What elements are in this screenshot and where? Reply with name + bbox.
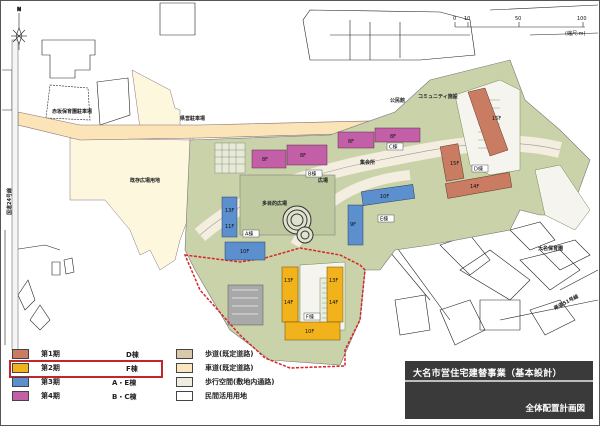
svg-text:9F: 9F [350,222,356,228]
legend-pedestrian-label: 歩行空間(敷地内通路) [205,378,275,386]
label-park: 多目的広場 [262,200,287,207]
legend-highlight-phase2 [9,360,163,378]
swatch-phase4 [12,391,29,401]
swatch-roadway [176,363,193,373]
legend-phase3-label: 第3期 [41,378,60,386]
svg-text:14F: 14F [284,300,293,306]
label-road-right: 県道51号線 [553,293,580,312]
legend-roadway: 車道(既定道路) [176,362,253,374]
legend-phase2-building: F棟 [126,365,138,373]
swatch-private-use [176,391,193,401]
legend-phase3-building: A・E棟 [112,379,137,387]
building-f [281,266,344,341]
svg-text:10F: 10F [305,329,314,335]
area-plaza-north [131,69,181,129]
svg-text:15F: 15F [450,161,459,167]
legend-phase2-label: 第2期 [41,364,60,372]
swatch-pedestrian [176,377,193,387]
svg-text:B棟: B棟 [308,171,316,178]
svg-text:C棟: C棟 [389,144,398,151]
legend-roadway-label: 車道(既定道路) [205,364,254,372]
circular-plaza [282,205,314,244]
svg-text:8F: 8F [390,134,396,140]
svg-text:13F: 13F [225,208,234,214]
svg-text:8F: 8F [300,153,306,159]
legend-private-use: 民間活用用地 [176,390,247,402]
svg-text:E棟: E棟 [380,216,388,223]
legend-phase4-label: 第4期 [41,392,60,400]
legend-phase1-label: 第1期 [41,350,60,358]
label-school: 大名保育園 [538,245,563,252]
scale-bar: 0 10 50 100 (縮尺:m) [453,16,587,37]
building-tags: A棟 B棟 C棟 D棟 E棟 F棟 [242,142,489,321]
svg-text:8F: 8F [262,157,268,163]
drawing-subtitle: 全体配置計画図 [525,404,585,414]
svg-text:F棟: F棟 [306,314,314,321]
legend-private-use-label: 民間活用用地 [205,392,247,400]
legend: 第1期 D棟 第2期 F棟 第3期 A・E棟 第4期 B・C棟 歩道(既定道路)… [8,346,388,422]
svg-text:15F: 15F [492,116,501,122]
svg-text:0: 0 [453,16,456,22]
svg-text:10F: 10F [240,249,249,255]
svg-text:13F: 13F [284,278,293,284]
legend-sidewalk: 歩道(既定道路) [176,348,253,360]
legend-phase4-building: B・C棟 [112,393,137,401]
svg-text:100: 100 [577,16,587,22]
svg-text:50: 50 [515,16,521,22]
swatch-phase1 [12,349,29,359]
label-parking-west: 県営駐車場 [180,115,205,122]
legend-phase4: 第4期 [12,390,60,402]
swatch-sidewalk [176,349,193,359]
svg-text:11F: 11F [225,224,234,230]
title-divider [405,380,593,382]
label-meeting: 公民館 [390,97,405,104]
title-block: 大名市営住宅建替事業（基本設計） 全体配置計画図 [405,361,593,419]
drawing-title: 大名市営住宅建替事業（基本設計） [413,369,562,379]
label-community: コミュニティ施設 [418,93,459,100]
building-d [439,87,513,199]
legend-phase3: 第3期 [12,376,60,388]
svg-text:N: N [17,7,21,13]
svg-text:14F: 14F [470,184,479,190]
svg-text:8F: 8F [348,139,354,145]
legend-sidewalk-label: 歩道(既定道路) [205,350,254,358]
phase2-boundary [183,247,366,369]
svg-text:10: 10 [464,16,470,22]
legend-phase2: 第2期 [12,362,60,374]
swatch-phase2 [12,363,29,373]
building-ae [221,184,416,261]
swatch-phase3 [12,377,29,387]
svg-text:(縮尺:m): (縮尺:m) [565,30,586,37]
label-assembly: 集会所 [359,159,375,166]
area-plaza-west [69,124,196,271]
label-central: 広場 [318,177,328,184]
legend-phase1-building: D棟 [126,351,139,359]
plaza-grid [214,142,246,174]
svg-text:10F: 10F [380,194,389,200]
building-bc [251,127,421,169]
legend-phase1: 第1期 [12,348,60,360]
floor-labels: 15F 15F 14F 8F 8F 8F 8F 13F 11F 10F 9F 1… [225,116,501,335]
north-arrow: N [11,7,27,50]
label-kindergarten: 赤坂保育園駐車場 [52,108,92,115]
legend-pedestrian: 歩行空間(敷地内通路) [176,376,274,388]
svg-text:A棟: A棟 [245,231,253,238]
parking-structure [227,284,264,326]
svg-text:13F: 13F [329,278,338,284]
svg-text:D棟: D棟 [474,166,483,173]
svg-text:14F: 14F [329,300,338,306]
label-plaza-left: 既存広場用地 [130,177,160,184]
label-road-left: 国道24号線 [6,188,13,215]
